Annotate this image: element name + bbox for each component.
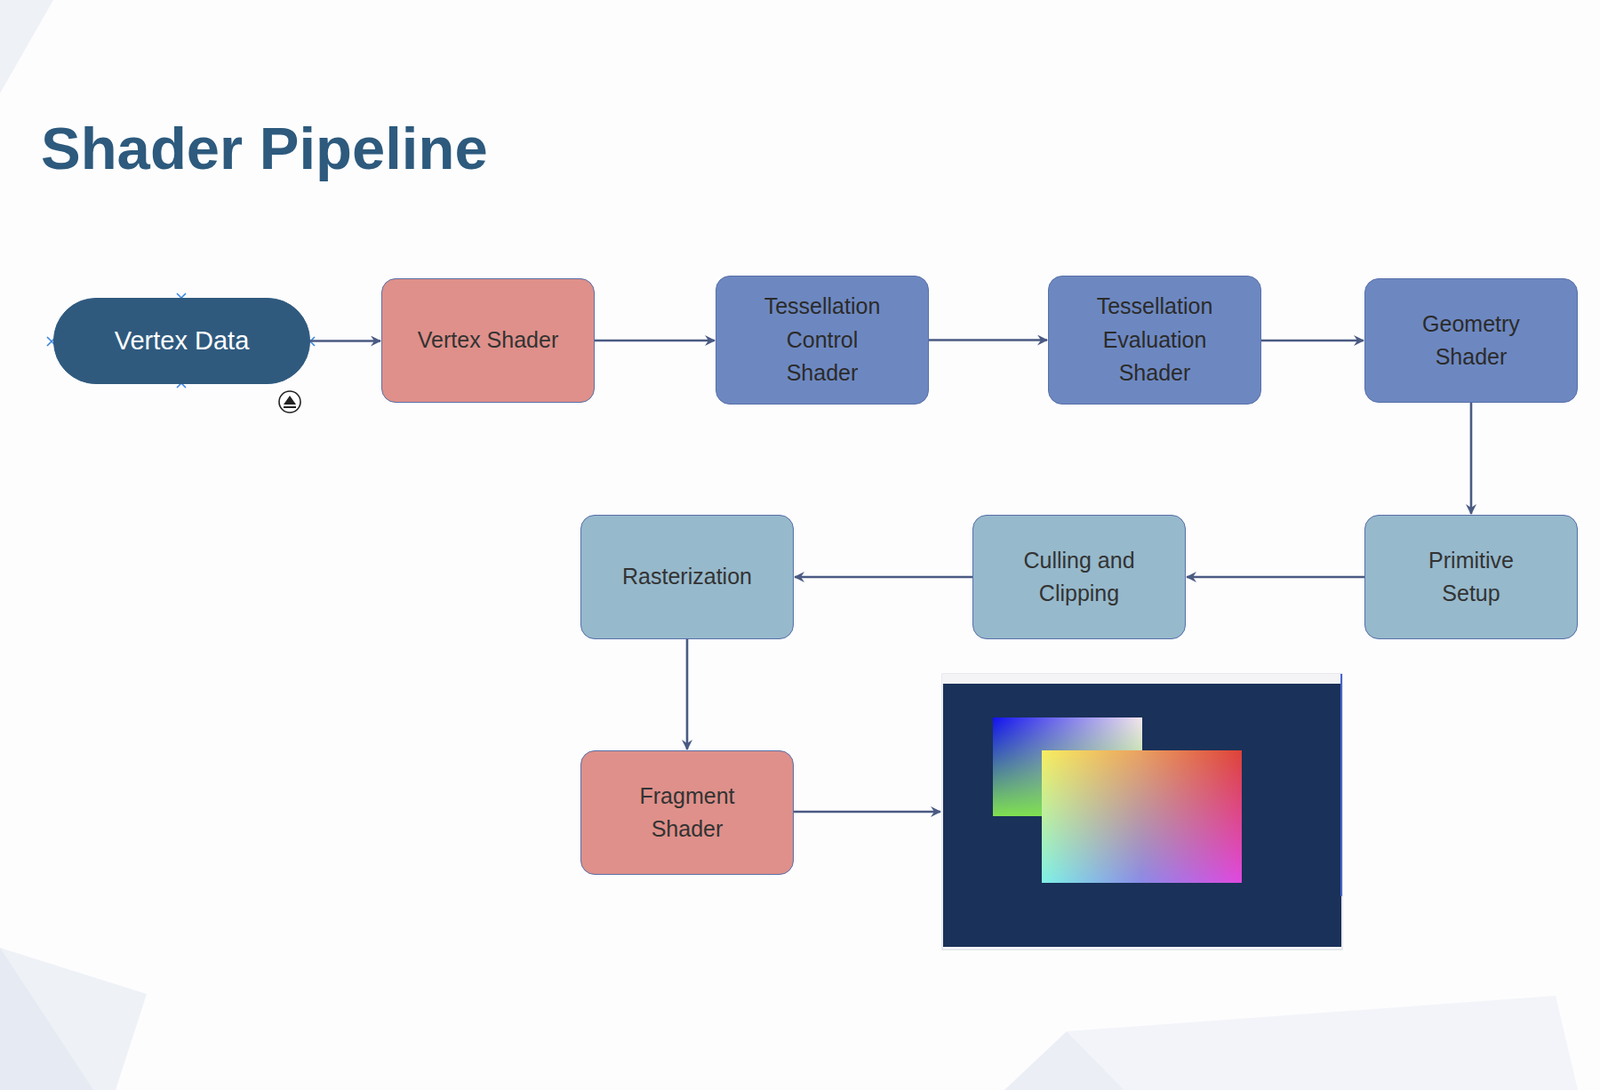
process-box: Tessellation Control Shader <box>715 275 929 405</box>
process-box: Primitive Setup <box>1364 514 1578 640</box>
eject-icon <box>279 391 301 413</box>
corner-shape <box>0 0 54 94</box>
process-box: Fragment Shader <box>580 750 794 875</box>
flow-arrow <box>686 639 689 750</box>
start-pill: Vertex Data <box>53 297 311 384</box>
node-label: Rasterization <box>622 560 752 594</box>
process-box: Rasterization <box>580 514 794 640</box>
node-label: Vertex Data <box>114 321 250 361</box>
flow-arrow <box>594 339 715 343</box>
flow-arrow <box>794 576 973 579</box>
node-label: Geometry Shader <box>1404 307 1538 375</box>
process-box: Geometry Shader <box>1364 278 1578 403</box>
output-arrow <box>793 810 941 814</box>
process-box: Culling and Clipping <box>972 514 1186 640</box>
corner-shape <box>0 947 94 1090</box>
node-label: Vertex Shader <box>417 323 559 358</box>
node-label: Fragment Shader <box>620 779 754 847</box>
flow-arrow <box>1470 402 1473 514</box>
node-label: Tessellation Control Shader <box>755 289 889 391</box>
node-label: Primitive Setup <box>1404 544 1538 611</box>
slide-title: Shader Pipeline <box>40 113 488 183</box>
render-screenshot <box>942 673 1343 950</box>
node-label: Culling and Clipping <box>1012 544 1146 611</box>
corner-shape <box>0 947 147 1090</box>
process-box: Vertex Shader <box>381 278 595 403</box>
flow-arrow <box>928 338 1048 342</box>
corner-shape <box>1066 995 1578 1090</box>
node-label: Tessellation Evaluation Shader <box>1088 289 1222 391</box>
flow-arrow <box>1186 576 1365 579</box>
flow-arrow <box>1261 339 1364 343</box>
flow-arrow <box>310 339 381 343</box>
process-box: Tessellation Evaluation Shader <box>1048 275 1262 405</box>
selection-handles <box>47 293 315 388</box>
